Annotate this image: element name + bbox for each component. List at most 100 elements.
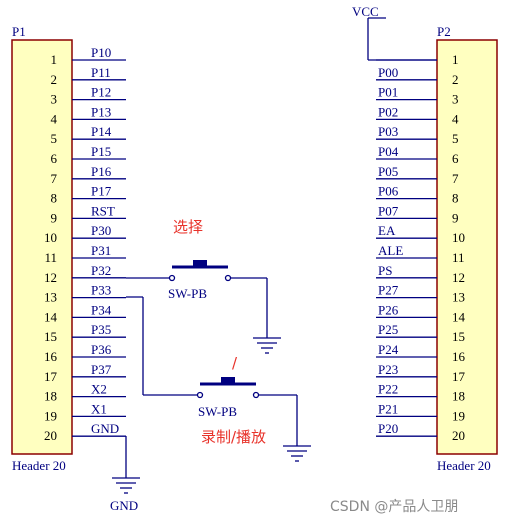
p1-pin-row: 5 P14 [51,124,126,146]
p1-pin-number: 11 [44,250,57,265]
p2-pin-number: 8 [452,191,459,206]
p1-pin-row: 1 P10 [51,45,126,67]
p2-net-label: ALE [378,243,403,258]
p2-pin-number: 17 [452,369,466,384]
switch-record-slash: / [232,354,238,372]
switch-select-caption: 选择 [173,218,203,236]
p2-pin-number: 5 [452,131,459,146]
p1-net-label: P15 [91,144,111,159]
p1-net-label: P17 [91,184,112,199]
p1-footer: Header 20 [12,458,66,473]
p1-pin-row: 12 P32 [44,263,126,285]
p2-pin-number: 11 [452,250,465,265]
p1-pin-number: 20 [44,428,57,443]
p2-pin-row: 13 P27 [376,283,465,305]
switch-select: 选择 SW-PB [126,218,281,354]
p2-pin-group: 12P003P014P025P036P047P058P069P0710EA11A… [376,52,466,443]
p2-pin-number: 9 [452,210,459,225]
p1-pin-number: 13 [44,290,57,305]
p1-net-label: P32 [91,263,111,278]
p2-footer: Header 20 [437,458,491,473]
p2-net-label: P00 [378,65,398,80]
p1-pin-row: 16 P36 [44,342,126,364]
p1-pin-row: 14 P34 [44,302,126,324]
p1-net-label: P14 [91,124,112,139]
p1-gnd-net: GND [110,436,140,513]
p1-pin-number: 18 [44,389,57,404]
p2-pin-row: 12 PS [376,263,465,285]
p1-net-label: P12 [91,85,111,100]
p1-net-label: P35 [91,322,111,337]
switch-record-play: / SW-PB 录制/播放 [126,296,311,462]
p2-pin-number: 2 [452,72,459,87]
p1-pin-number: 17 [44,369,58,384]
p1-net-label: P10 [91,45,111,60]
switch-select-ground-symbol [253,337,281,354]
p1-net-label: X1 [91,401,107,416]
switch-select-contact-left [168,274,176,282]
p1-net-label: P11 [91,65,111,80]
p2-net-label: PS [378,263,392,278]
switch-record-contact-right [252,391,260,399]
p2-pin-row: 15 P25 [376,322,465,344]
p2-net-label: P24 [378,342,399,357]
p1-pin-number: 16 [44,349,58,364]
p1-net-label: P34 [91,302,112,317]
p1-pin-row: 8 P17 [51,184,126,206]
p1-pin-number: 15 [44,329,57,344]
p2-pin-number: 15 [452,329,465,344]
p1-net-label: P37 [91,362,112,377]
p1-pin-number: 7 [51,171,58,186]
switch-record-ground-symbol [283,445,311,462]
p2-pin-row: 8 P06 [376,184,459,206]
p1-pin-number: 6 [51,151,58,166]
p1-pin-number: 12 [44,270,57,285]
p2-pin-row: 2 P00 [376,65,459,87]
p2-net-label: P25 [378,322,398,337]
switch-record-contact-left [196,391,204,399]
p1-pin-number: 8 [51,191,58,206]
p2-pin-number: 12 [452,270,465,285]
switch-select-button [193,260,207,267]
p2-pin-number: 13 [452,290,465,305]
p1-pin-row: 18 X2 [44,382,126,404]
p1-pin-number: 2 [51,72,58,87]
p2-net-label: P27 [378,283,399,298]
p1-net-label: X2 [91,382,107,397]
p1-pin-row: 15 P35 [44,322,126,344]
p1-pin-number: 5 [51,131,58,146]
p2-net-label: P07 [378,203,399,218]
p2-pin-number: 3 [452,92,459,107]
gnd-label: GND [110,498,138,513]
p2-net-label: P01 [378,85,398,100]
p1-net-label: P36 [91,342,112,357]
switch-record-button [221,377,235,384]
p2-net-label: P06 [378,184,399,199]
p1-net-label: RST [91,203,115,218]
p2-pin-row: 3 P01 [376,85,459,107]
p2-body [436,39,498,455]
p1-pin-number: 14 [44,309,58,324]
p2-net-label: P02 [378,104,398,119]
switch-record-caption: 录制/播放 [201,428,266,446]
p2-net-label: P22 [378,382,398,397]
p1-pin-number: 1 [51,52,58,67]
p2-pin-number: 4 [452,111,459,126]
p2-ref: P2 [437,24,451,39]
